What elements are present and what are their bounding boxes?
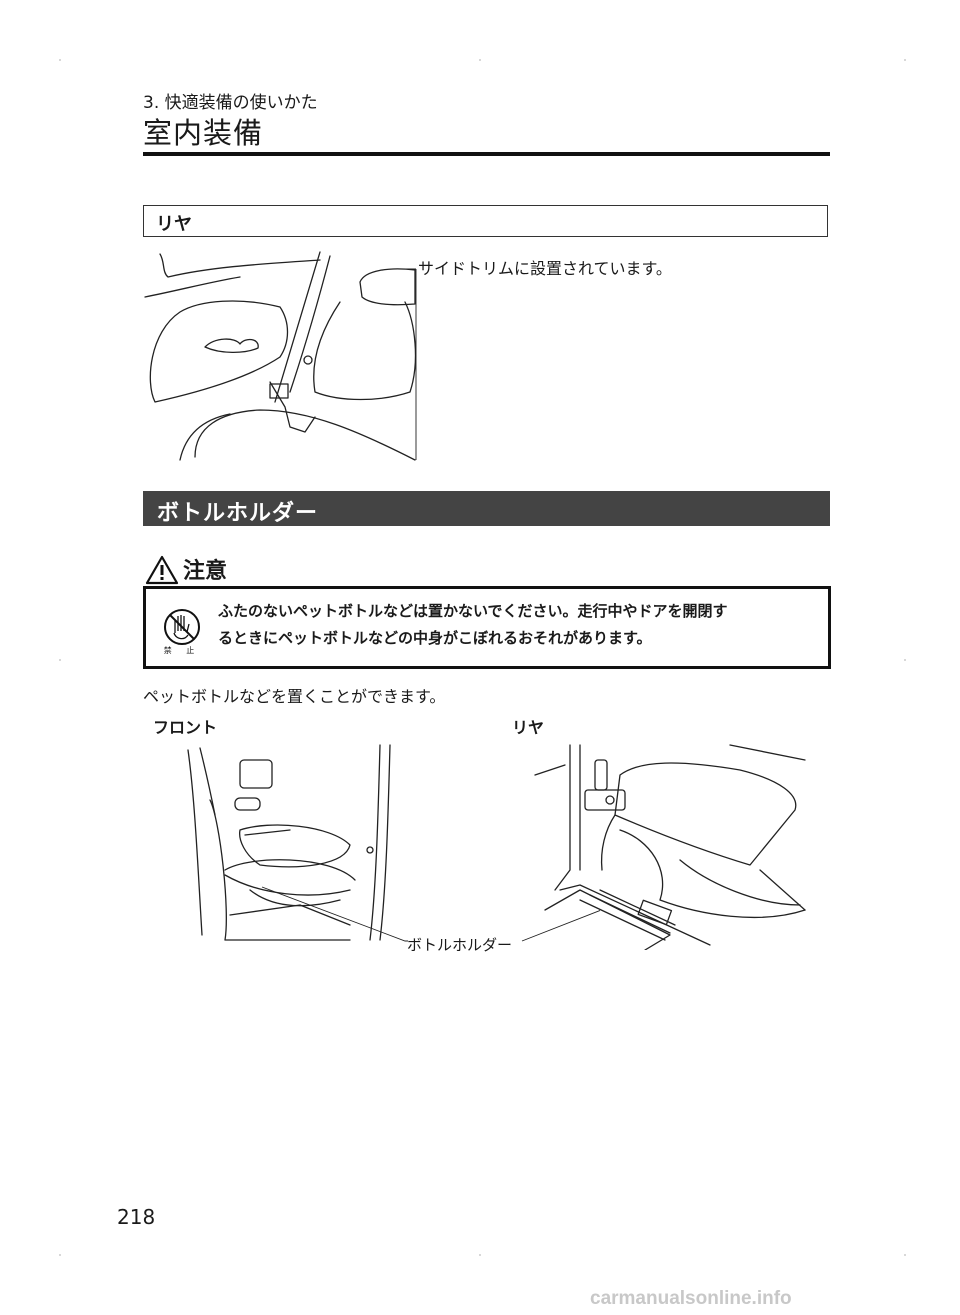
caution-text: ふたのないペットボトルなどは置かないでください。走行中やドアを開閉す るときにペ… — [218, 598, 818, 652]
holder-leader-lines — [261, 886, 600, 942]
rear-subheading: リヤ — [143, 205, 828, 237]
warning-triangle-icon — [145, 555, 179, 585]
rear-callout-text: サイドトリムに設置されています。 — [418, 259, 672, 278]
caution-line-1: ふたのないペットボトルなどは置かないでください。走行中やドアを開閉す — [218, 602, 728, 620]
title-rule — [143, 152, 830, 156]
page-title: 室内装備 — [143, 116, 264, 150]
caution-label: 注意 — [183, 559, 228, 584]
bottle-holder-callout: ボトルホルダー — [407, 936, 513, 954]
caution-line-2: るときにペットボトルなどの中身がこぼれるおそれがあります。 — [218, 629, 652, 647]
bottle-holder-heading-bar: ボトルホルダー — [143, 491, 830, 526]
prohibited-hand-icon — [164, 609, 200, 645]
rear-door-illustration — [534, 744, 806, 950]
chapter-heading: 3. 快適装備の使いかた — [143, 93, 318, 113]
bottle-holder-heading: ボトルホルダー — [157, 501, 319, 526]
callout-leader — [394, 268, 417, 460]
watermark: carmanualsonline.info — [590, 1288, 792, 1309]
caution-box — [143, 586, 831, 669]
rear-subheading-label: リヤ — [156, 214, 192, 235]
prohibit-label: 禁 止 — [163, 646, 201, 655]
front-label: フロント — [153, 718, 218, 737]
page-number: 218 — [117, 1205, 156, 1229]
front-door-illustration — [187, 744, 391, 941]
rear-side-trim-illustration — [144, 251, 417, 461]
body-text: ペットボトルなどを置くことができます。 — [143, 687, 446, 706]
rear-label: リヤ — [512, 718, 545, 737]
